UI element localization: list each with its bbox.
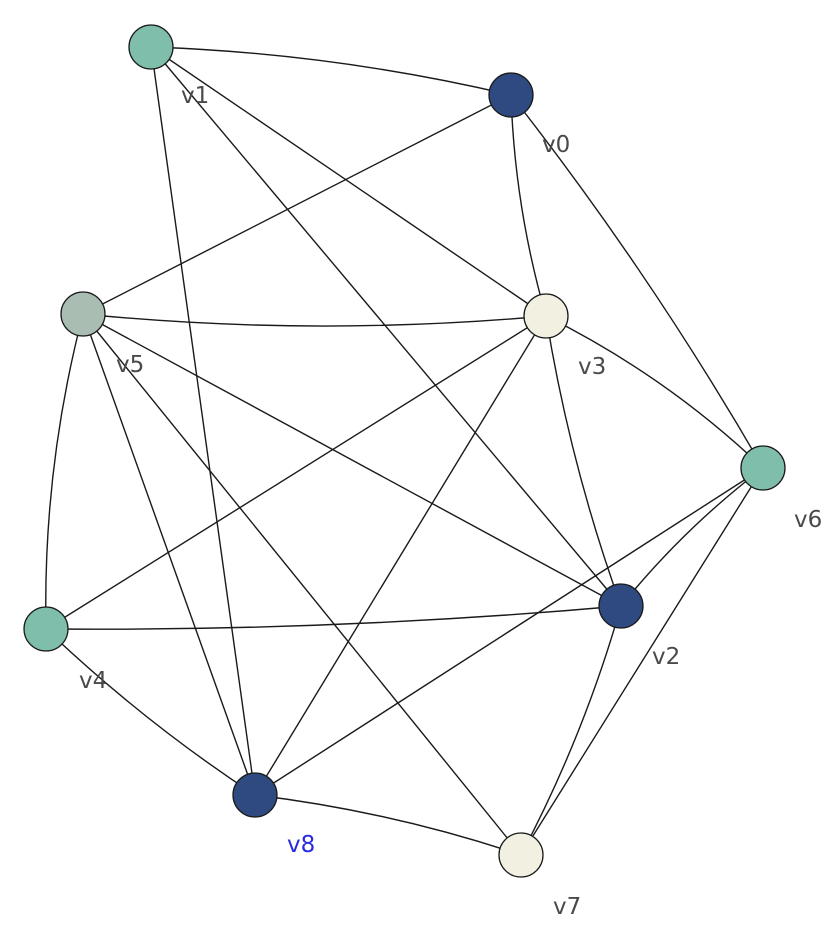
node-label-v3: v3: [578, 354, 606, 380]
edge-v3-v8: [254, 315, 547, 796]
node-v0[interactable]: [488, 72, 534, 118]
edge-v3-v2: [545, 315, 622, 607]
edge-v6-v7: [520, 467, 764, 856]
node-label-v6: v6: [794, 507, 822, 533]
node-label-v8: v8: [287, 832, 315, 858]
edge-v5-v4: [45, 313, 84, 630]
node-label-v7: v7: [553, 894, 581, 920]
edge-v5-v8: [82, 313, 256, 796]
node-v2[interactable]: [598, 583, 644, 629]
node-v6[interactable]: [740, 445, 786, 491]
edge-v1-v2: [150, 46, 622, 607]
edge-v5-v2: [82, 313, 622, 607]
edge-v2-v7: [520, 605, 622, 856]
edge-v0-v3: [510, 94, 547, 317]
edge-v1-v3: [150, 46, 547, 317]
edge-v6-v8: [254, 467, 764, 796]
edge-v3-v4: [45, 315, 547, 630]
node-layer: [23, 24, 786, 878]
node-v7[interactable]: [498, 832, 544, 878]
node-v4[interactable]: [23, 606, 69, 652]
edge-v4-v2: [45, 605, 622, 630]
node-v1[interactable]: [128, 24, 174, 70]
edge-v1-v8: [150, 46, 256, 796]
node-label-v5: v5: [116, 352, 144, 378]
edge-v0-v5: [82, 94, 512, 315]
edge-layer: [45, 46, 764, 856]
edge-v0-v6: [510, 94, 764, 469]
edge-v1-v0: [150, 46, 512, 96]
node-label-v4: v4: [79, 668, 107, 694]
node-label-v2: v2: [652, 644, 680, 670]
edge-v3-v6: [545, 315, 764, 469]
edge-v6-v2: [620, 467, 764, 607]
label-layer: v0 v1 v2 v3 v4 v5 v6 v7 v8: [79, 83, 822, 920]
node-v5[interactable]: [60, 291, 106, 337]
node-label-v0: v0: [542, 132, 570, 158]
node-v8[interactable]: [232, 772, 278, 818]
edge-v5-v3: [82, 313, 547, 327]
edge-v4-v8: [45, 628, 256, 796]
edge-v8-v7: [254, 794, 522, 856]
node-v3[interactable]: [523, 293, 569, 339]
edge-v5-v7: [82, 313, 522, 856]
node-label-v1: v1: [181, 83, 209, 109]
